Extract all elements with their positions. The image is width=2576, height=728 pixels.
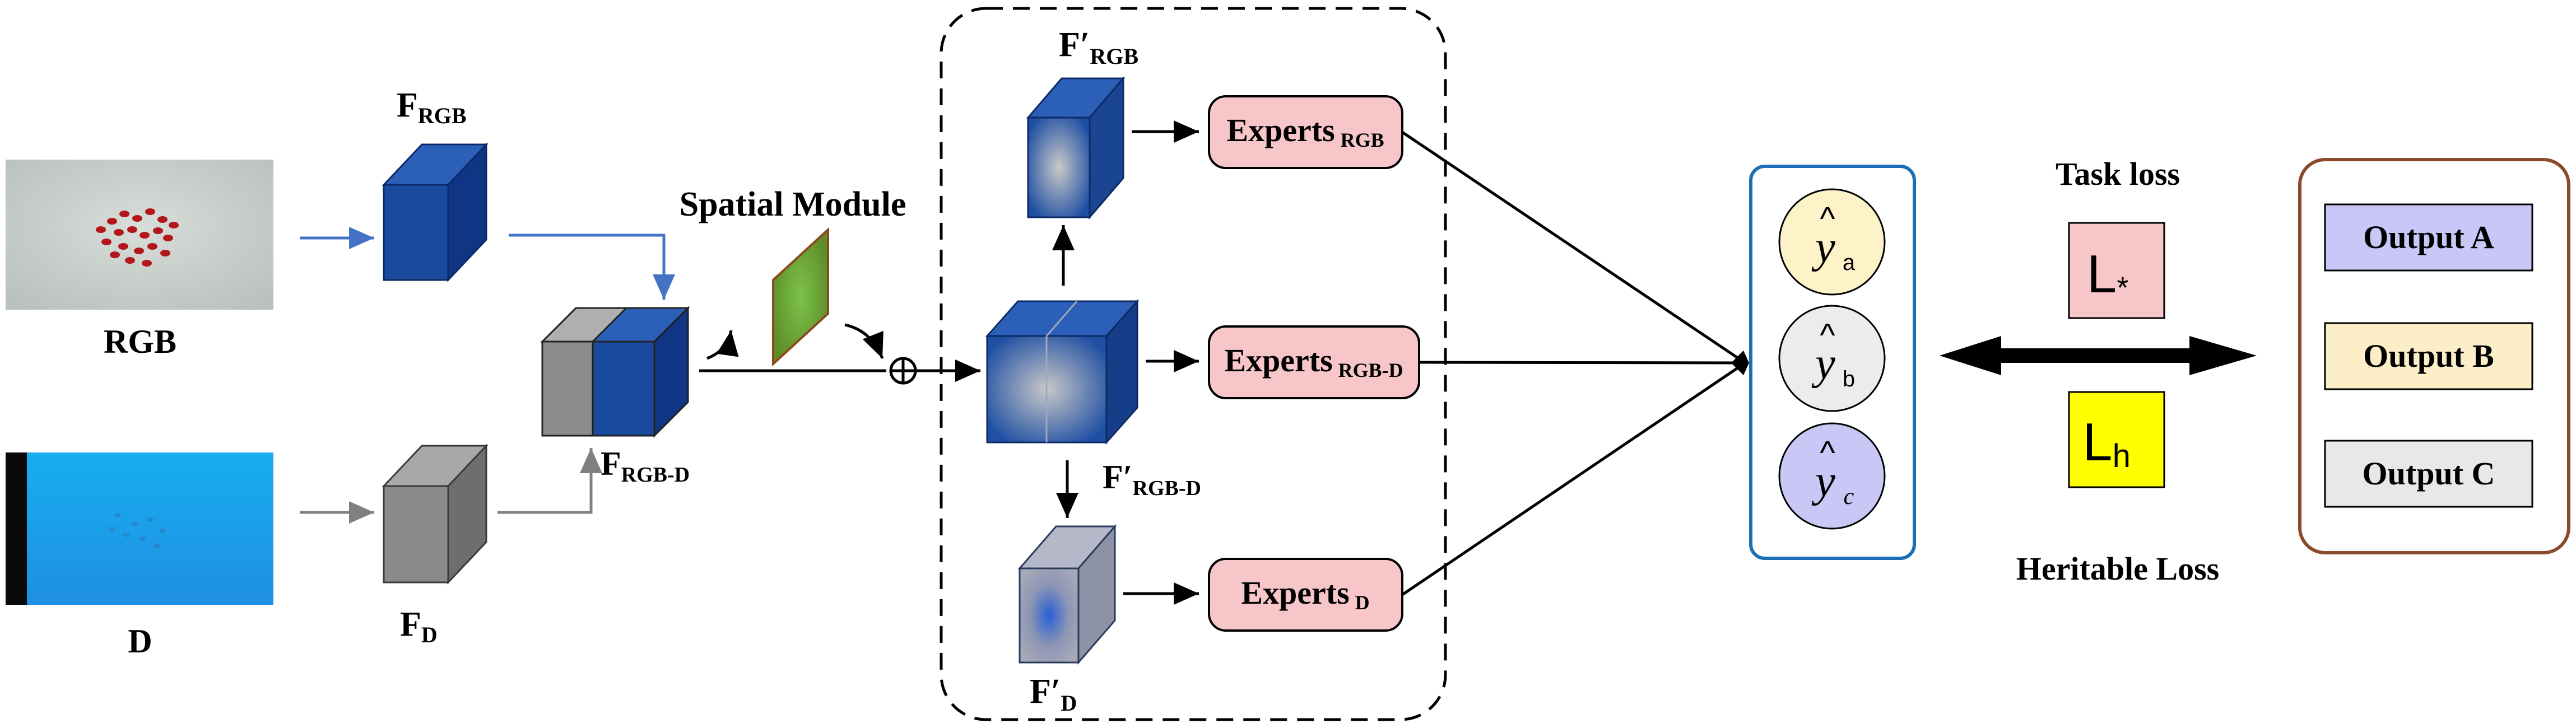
svg-text:^: ^ (1820, 200, 1835, 237)
f-d-cube (382, 444, 489, 585)
refined-rgbd-label: F′RGB-D (1103, 459, 1201, 500)
f-rgb-label: FRGB (397, 86, 467, 128)
svg-text:b: b (1843, 367, 1855, 391)
experts-rgbd-to-pred-line (1419, 361, 1744, 365)
svg-text:c: c (1844, 484, 1854, 510)
refined-d-label: F′D (1030, 673, 1077, 716)
f-rgbd-cube (540, 306, 690, 438)
task-loss-label: Task loss (2056, 156, 2180, 192)
output-c-box: Output C (2324, 440, 2533, 508)
double-arrow (1940, 336, 2257, 375)
svg-text:^: ^ (1820, 317, 1835, 353)
svg-text:y: y (1811, 457, 1835, 506)
seeds-cluster (96, 208, 179, 267)
depth-label: D (128, 623, 152, 660)
task-loss-box: L* (2068, 222, 2165, 319)
f-rgb-cube (382, 142, 489, 282)
prediction-c: ^ y c (1778, 422, 1886, 530)
svg-text:Lh: Lh (2082, 412, 2131, 474)
experts-d-to-pred-line (1401, 362, 1745, 596)
svg-text:Output A: Output A (2363, 219, 2494, 255)
frgb-to-concat-arrow (509, 234, 675, 300)
output-b-box: Output B (2324, 322, 2533, 390)
rgb-label: RGB (104, 323, 176, 360)
prediction-b: ^ y b (1778, 305, 1886, 412)
svg-text:y: y (1811, 339, 1835, 389)
f-rgbd-label: FRGB-D (601, 445, 690, 487)
svg-text:Output C: Output C (2363, 455, 2495, 492)
merge-diamond (1731, 351, 1749, 375)
experts-region (940, 7, 1447, 721)
output-a-box: Output A (2324, 203, 2533, 272)
spatial-module-plate (772, 227, 829, 367)
experts-rgb-to-pred-line (1401, 130, 1745, 363)
svg-text:y: y (1811, 223, 1835, 272)
from-spatial-arrow (844, 323, 884, 359)
refined-rgb-label: F′RGB (1059, 26, 1138, 69)
heritable-loss-label: Heritable Loss (2016, 550, 2219, 587)
fusion-symbol (889, 357, 917, 385)
svg-text:a: a (1843, 250, 1856, 275)
refined-d-cube (1017, 524, 1117, 665)
depth-image (6, 452, 273, 605)
svg-text:^: ^ (1820, 435, 1835, 471)
fd-to-concat-arrow (497, 448, 602, 514)
refined-rgb-cube (1026, 76, 1126, 220)
rgb-image (6, 160, 273, 310)
spatial-module-label: Spatial Module (680, 185, 906, 223)
svg-text:Output B: Output B (2363, 338, 2494, 374)
to-spatial-arrow (706, 330, 739, 360)
heritable-loss-box: Lh (2068, 391, 2165, 488)
f-d-label: FD (400, 605, 438, 647)
refined-rgbd-cube (985, 299, 1140, 445)
prediction-a: ^ y a (1778, 188, 1886, 296)
svg-text:L*: L* (2087, 244, 2128, 305)
